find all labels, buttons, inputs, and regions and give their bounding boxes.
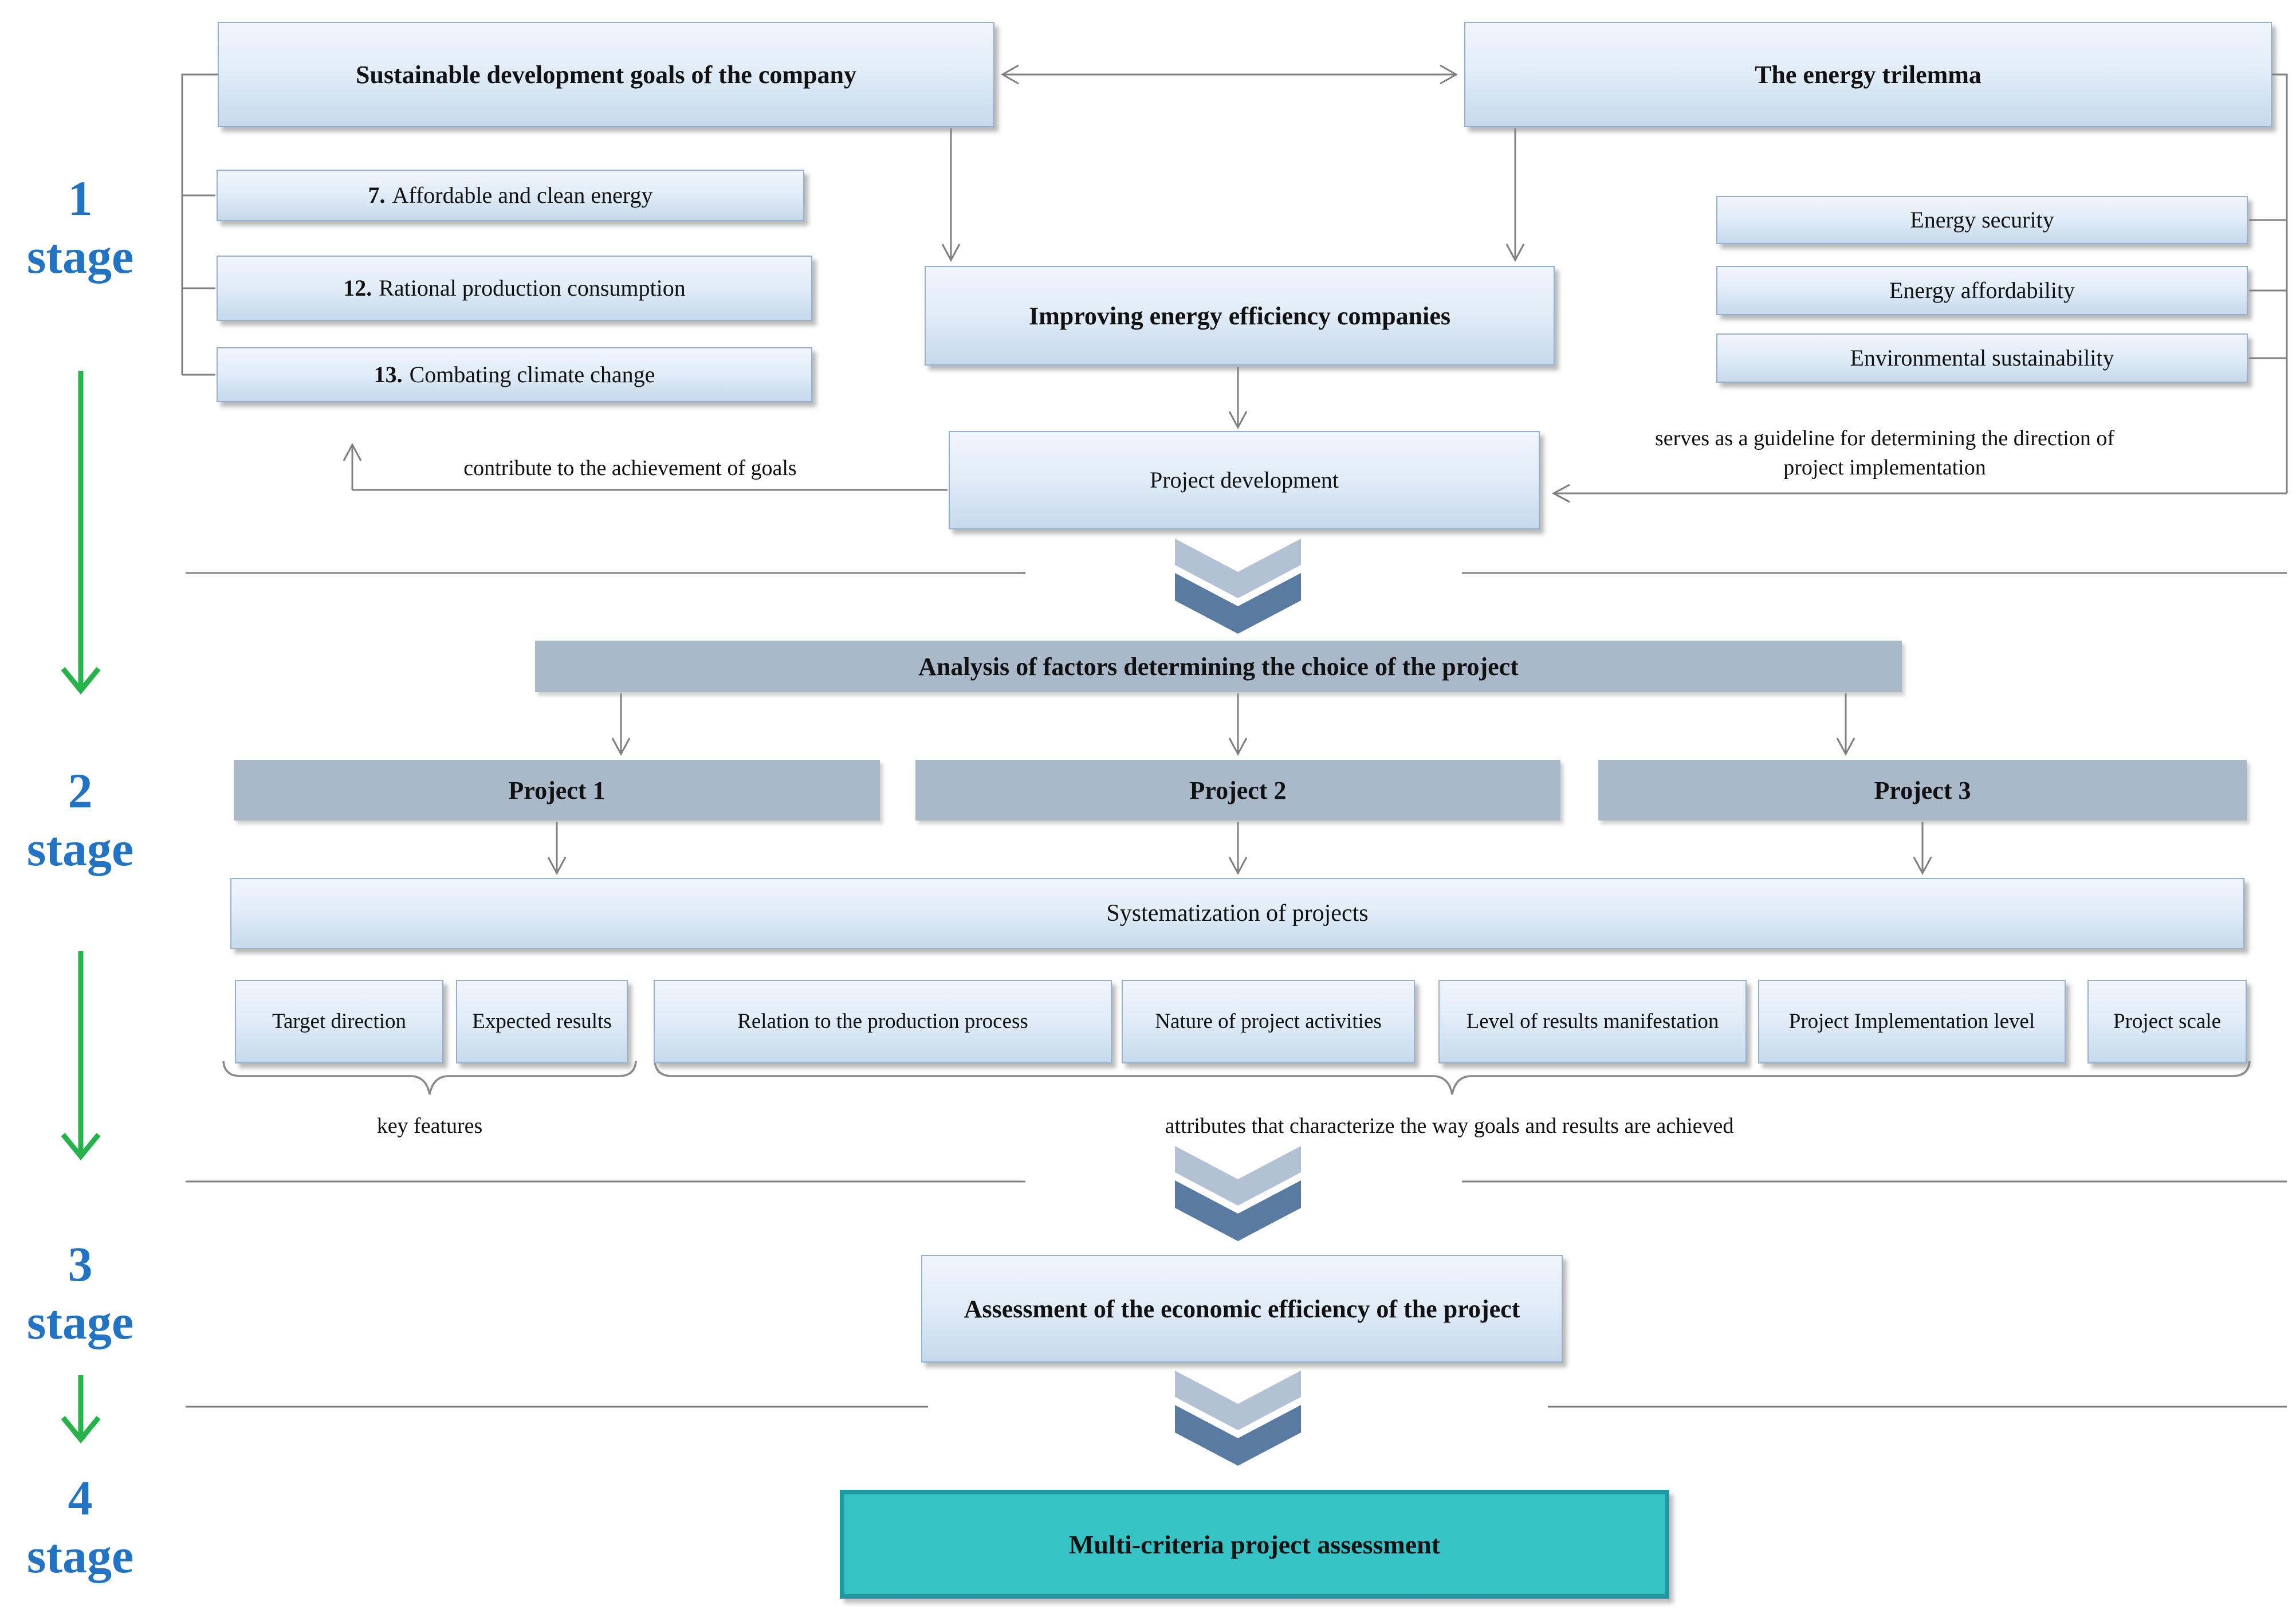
goal-12-number: 12. [343, 275, 372, 301]
chevron-divider-3 [1175, 1371, 1301, 1466]
stage-3-label: 3 stage [0, 1235, 160, 1352]
trilemma-rail-and-guideline-arrow [1551, 73, 2288, 503]
key-features-brace [222, 1061, 637, 1095]
project-1-bar: Project 1 [234, 760, 880, 821]
economic-efficiency-assessment-box: Assessment of the economic efficiency of… [921, 1255, 1563, 1363]
project-to-systematization-arrows [547, 822, 1932, 876]
analysis-factors-bar: Analysis of factors determining the choi… [535, 641, 1902, 692]
stage-2-number: 2 [68, 763, 93, 818]
chevron-divider-1 [1175, 539, 1301, 634]
stage-1-number: 1 [68, 171, 93, 226]
goal-13-text: Combating climate change [409, 362, 655, 387]
chevron-divider-2 [1175, 1146, 1301, 1241]
attributes-label: attributes that characterize the way goa… [1165, 1114, 1734, 1138]
trilemma-item-energy-security: Energy security [1716, 196, 2248, 244]
stage-2-label: 2 stage [0, 762, 160, 878]
systematization-box: Systematization of projects [230, 878, 2244, 949]
sdg-to-improving-arrow [941, 128, 961, 262]
green-arrow-stage3-4 [61, 1375, 101, 1444]
sdg-goals-box: Sustainable development goals of the com… [218, 22, 994, 127]
attribute-relation-production-process: Relation to the production process [654, 980, 1112, 1063]
green-arrow-stage2-3 [61, 951, 101, 1161]
stage-4-word: stage [26, 1528, 134, 1584]
attribute-expected-results: Expected results [456, 980, 628, 1063]
guideline-note: serves as a guideline for determining th… [1655, 426, 2114, 480]
goal-7-number: 7. [368, 182, 386, 208]
stage-3-word: stage [26, 1294, 134, 1350]
goal-item-13: 13.Combating climate change [217, 347, 812, 402]
trilemma-item-environmental-sustainability: Environmental sustainability [1716, 333, 2248, 383]
project-development-box: Project development [949, 431, 1540, 529]
stage-1-word: stage [26, 229, 134, 284]
goal-item-7: 7.Affordable and clean energy [217, 170, 804, 221]
goal-item-12: 12. Rational production consumption [217, 256, 812, 321]
project-2-bar: Project 2 [915, 760, 1560, 821]
goal-7-text: Affordable and clean energy [392, 182, 653, 208]
trilemma-item-energy-affordability: Energy affordability [1716, 266, 2248, 315]
analysis-to-project-arrows [611, 693, 1855, 756]
stage-3-number: 3 [68, 1237, 93, 1292]
attribute-project-scale: Project scale [2087, 980, 2247, 1063]
multicriteria-assessment-box: Multi-criteria project assessment [840, 1490, 1669, 1599]
green-arrow-stage1-2 [61, 371, 101, 695]
energy-trilemma-box: The energy trilemma [1464, 22, 2272, 127]
attributes-brace [654, 1061, 2251, 1095]
attribute-level-results-manifestation: Level of results manifestation [1438, 980, 1747, 1063]
stage-2-word: stage [26, 821, 134, 877]
key-features-label: key features [376, 1114, 483, 1138]
goal-12-text: Rational production consumption [379, 275, 686, 301]
trilemma-to-improving-arrow [1505, 128, 1525, 262]
improving-to-projectdev-arrow [1228, 367, 1248, 430]
goal-13-number: 13. [374, 362, 403, 387]
project-3-bar: Project 3 [1598, 760, 2247, 821]
attribute-target-direction: Target direction [235, 980, 443, 1063]
stage-4-number: 4 [68, 1470, 93, 1525]
improving-energy-efficiency-box: Improving energy efficiency companies [925, 266, 1555, 366]
attribute-project-implementation-level: Project Implementation level [1758, 980, 2066, 1063]
stage-4-label: 4 stage [0, 1469, 160, 1585]
attribute-nature-project-activities: Nature of project activities [1122, 980, 1415, 1063]
sdg-trilemma-double-arrow [1000, 64, 1458, 85]
contribute-note: contribute to the achievement of goals [463, 456, 797, 480]
contribute-line-and-up-arrow [343, 442, 948, 491]
stage-1-label: 1 stage [0, 170, 160, 286]
sdg-goals-bracket [181, 73, 218, 376]
